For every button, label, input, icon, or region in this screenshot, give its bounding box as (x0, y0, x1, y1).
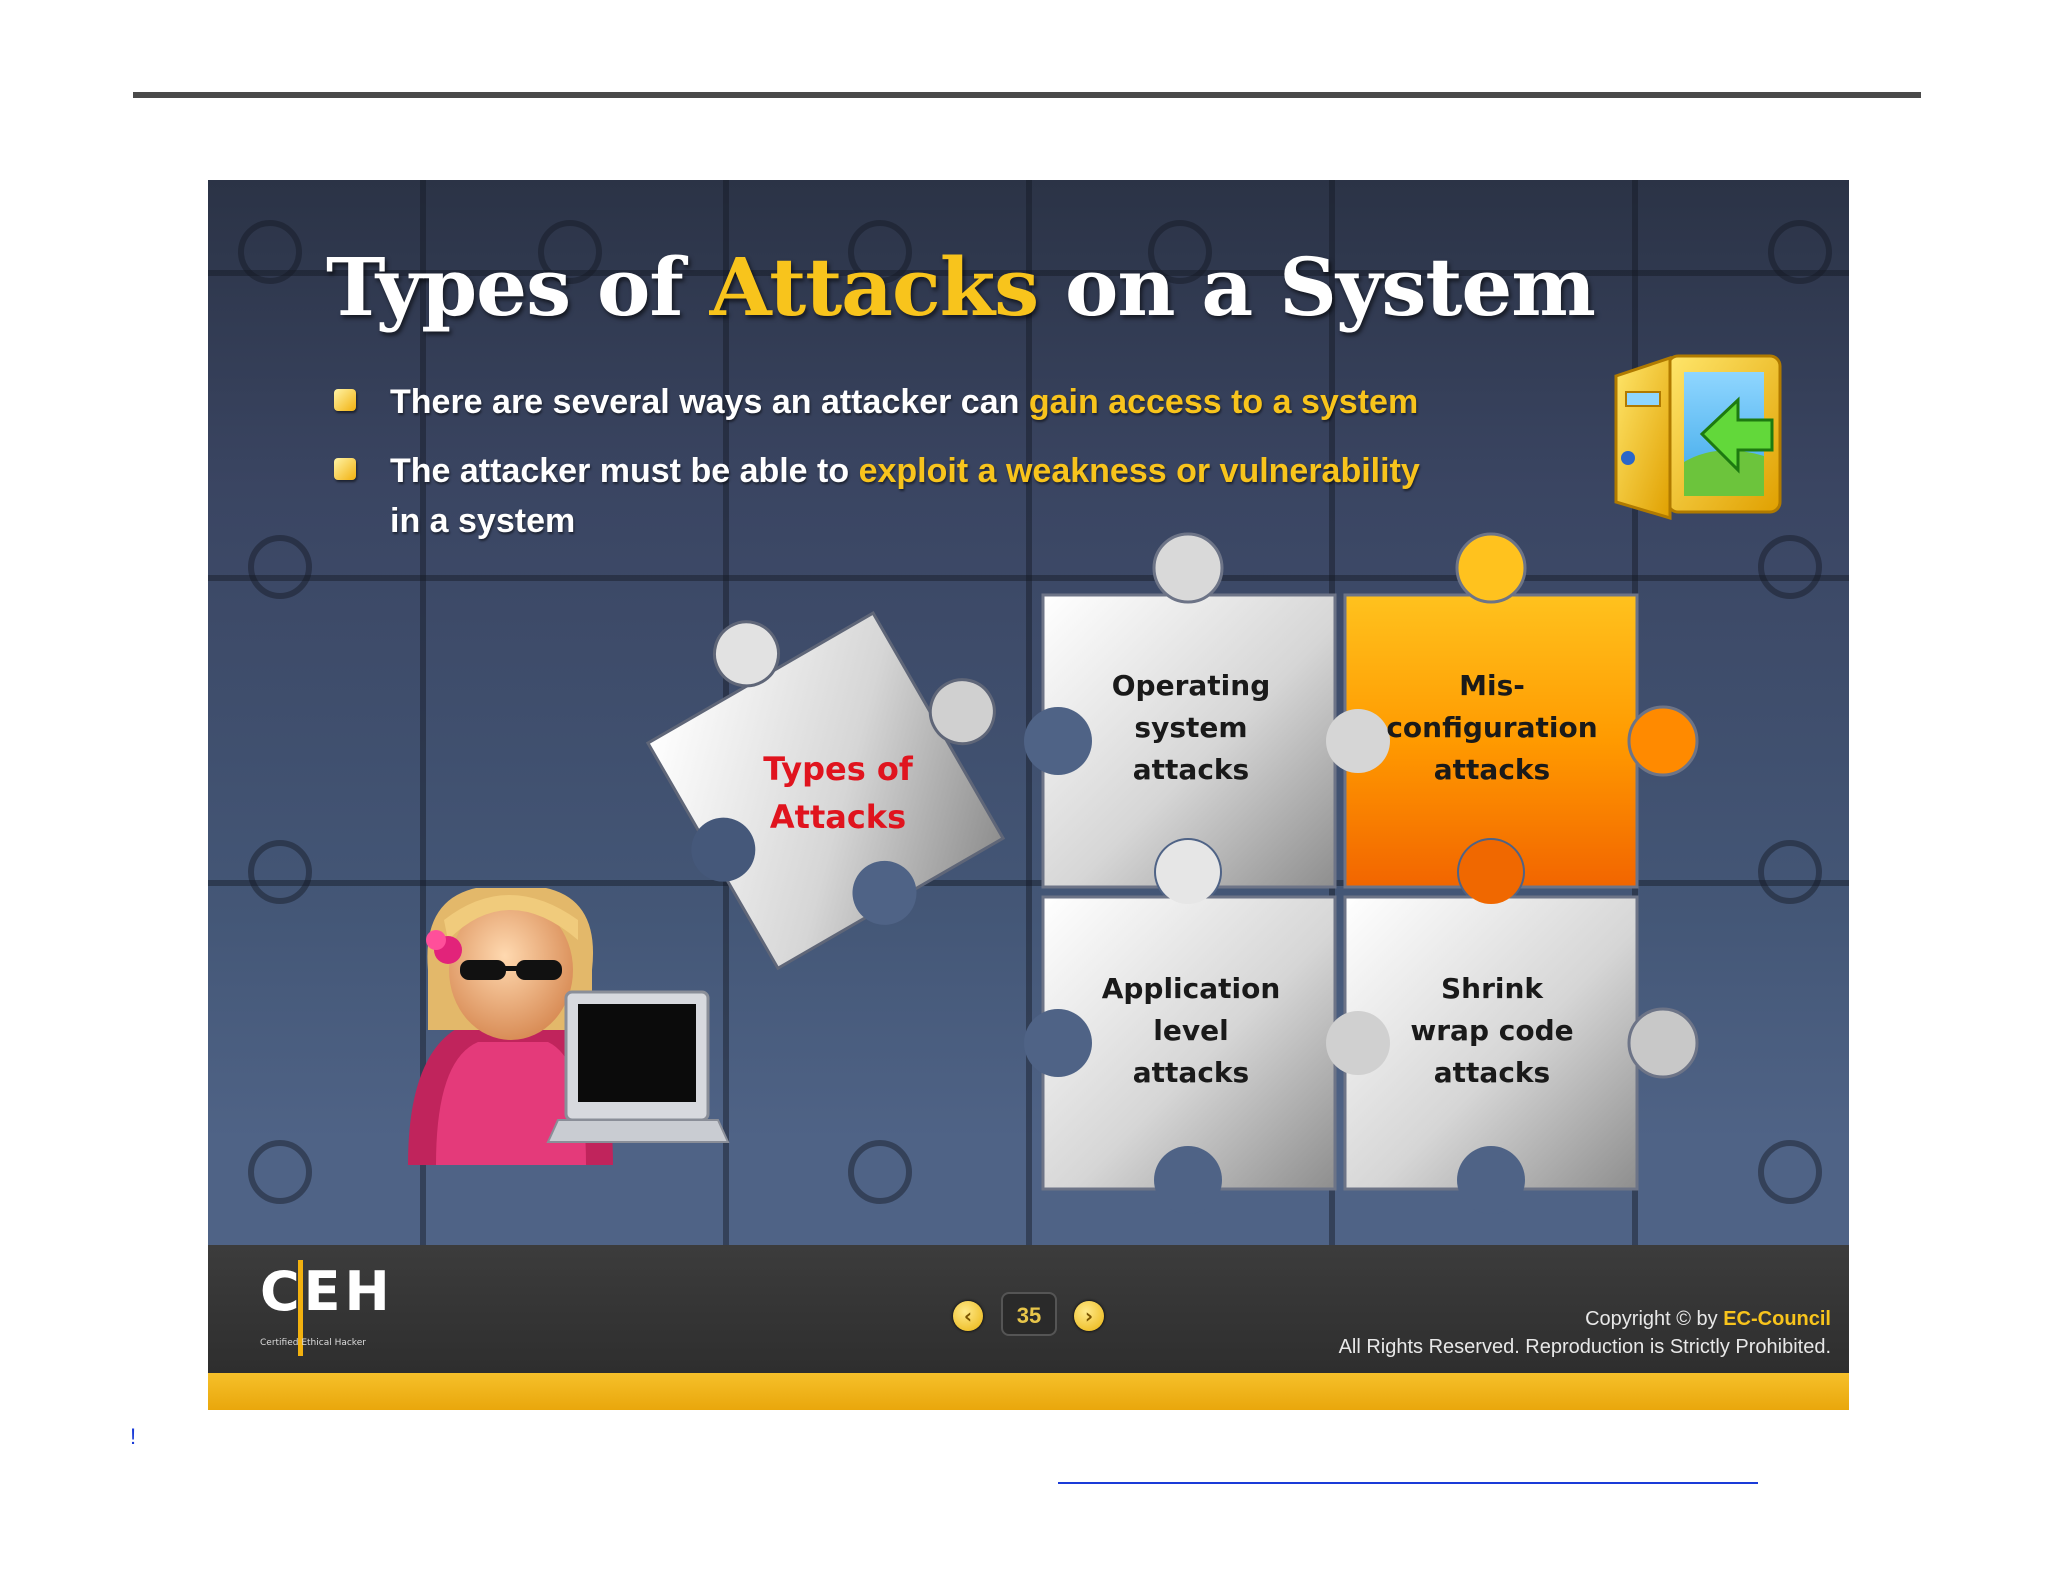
page-number: 35 (1001, 1292, 1057, 1336)
piece-label-line: attacks (1056, 1052, 1326, 1094)
copyright-line-1: Copyright © by EC-Council (1339, 1305, 1831, 1333)
prev-arrow-icon[interactable]: ‹ (953, 1301, 983, 1331)
copyright-line-2: All Rights Reserved. Reproduction is Str… (1339, 1333, 1831, 1361)
piece-label-application-level: Application level attacks (1056, 968, 1326, 1094)
center-piece-line: Attacks (708, 793, 968, 841)
laptop-icon (548, 992, 728, 1142)
footer-accent-strip (208, 1373, 1849, 1410)
piece-label-line: level (1056, 1010, 1326, 1052)
piece-label-line: system (1056, 707, 1326, 749)
piece-label-line: Shrink (1356, 968, 1628, 1010)
copyright-brand: EC-Council (1723, 1308, 1831, 1330)
center-piece-line: Types of (708, 745, 968, 793)
piece-label-operating-system: Operating system attacks (1056, 665, 1326, 791)
piece-label-line: Mis- (1356, 665, 1628, 707)
top-rule (133, 92, 1921, 98)
piece-label-shrink-wrap: Shrink wrap code attacks (1356, 968, 1628, 1094)
link-underline[interactable] (1058, 1482, 1758, 1484)
center-piece-label: Types of Attacks (708, 745, 968, 841)
piece-label-line: attacks (1356, 1052, 1628, 1094)
ceh-logo: CEH Certified Ethical Hacker (260, 1260, 380, 1356)
piece-label-misconfiguration: Mis- configuration attacks (1356, 665, 1628, 791)
piece-label-line: Operating (1056, 665, 1326, 707)
stray-link-mark[interactable]: ! (130, 1424, 136, 1450)
ceh-logo-subtitle: Certified Ethical Hacker (260, 1338, 366, 1348)
copyright-notice: Copyright © by EC-Council All Rights Res… (1339, 1305, 1831, 1361)
ceh-logo-text: CEH (260, 1260, 394, 1323)
piece-label-line: configuration (1356, 707, 1628, 749)
copyright-text: Copyright © by (1585, 1308, 1723, 1330)
piece-label-line: attacks (1356, 749, 1628, 791)
next-arrow-icon[interactable]: › (1074, 1301, 1104, 1331)
slide: Types of Attacks on a System There are s… (208, 180, 1849, 1410)
piece-label-line: Application (1056, 968, 1326, 1010)
piece-label-line: attacks (1056, 749, 1326, 791)
piece-label-line: wrap code (1356, 1010, 1628, 1052)
